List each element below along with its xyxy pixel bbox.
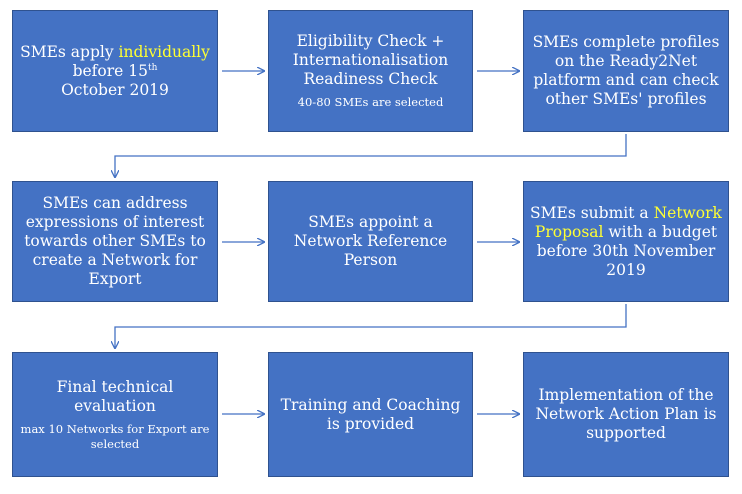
step-1-highlight: individually xyxy=(118,42,210,61)
step-2-subtext: 40-80 SMEs are selected xyxy=(297,95,444,109)
step-box-9: Implementation of the Network Action Pla… xyxy=(523,352,729,477)
step-box-2: Eligibility Check + Internationalisation… xyxy=(268,10,473,132)
arrow-3-4 xyxy=(115,134,627,177)
step-3-text: SMEs complete profiles on the Ready2Net … xyxy=(532,33,720,108)
step-9-text: Implementation of the Network Action Pla… xyxy=(535,386,717,442)
step-box-8: Training and Coaching is provided xyxy=(268,352,473,477)
step-2-text: Eligibility Check + Internationalisation… xyxy=(292,32,449,88)
step-box-6: SMEs submit a Network Proposal with a bu… xyxy=(523,181,729,302)
step-4-text: SMEs can address expressions of interest… xyxy=(24,194,206,288)
step-7-text: Final technical evaluation xyxy=(56,377,174,415)
arrow-6-7 xyxy=(115,304,627,348)
step-8-text: Training and Coaching is provided xyxy=(280,395,461,433)
step-6-highlight: Network Proposal xyxy=(534,203,722,241)
step-5-text: SMEs appoint a Network Reference Person xyxy=(293,213,448,269)
step-box-7: Final technical evaluation max 10 Networ… xyxy=(12,352,218,477)
step-box-1: SMEs apply individually before 15th Octo… xyxy=(12,10,218,132)
step-7-subtext: max 10 Networks for Export are selected xyxy=(20,421,210,451)
step-box-4: SMEs can address expressions of interest… xyxy=(12,181,218,302)
step-6-text: SMEs submit a Network Proposal with a bu… xyxy=(530,203,722,279)
step-box-3: SMEs complete profiles on the Ready2Net … xyxy=(523,10,729,132)
step-1-text: SMEs apply individually before 15th Octo… xyxy=(20,42,210,99)
step-box-5: SMEs appoint a Network Reference Person xyxy=(268,181,473,302)
